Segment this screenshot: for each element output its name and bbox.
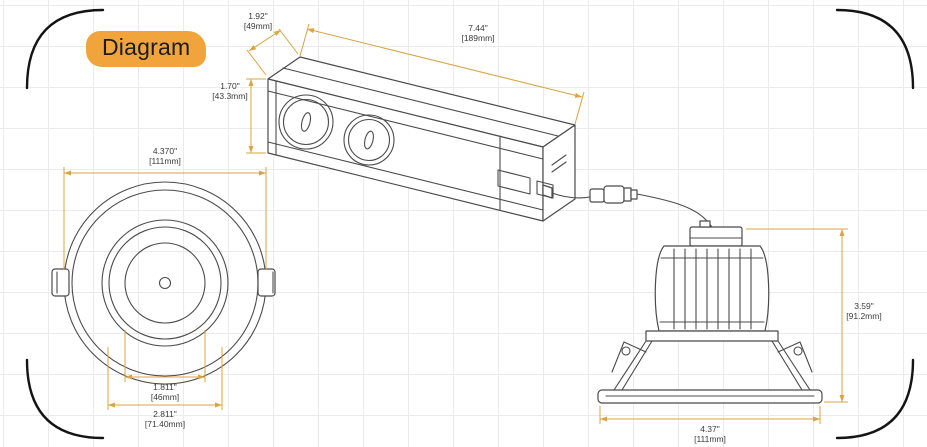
dim-front-inner-diameter: 1.811" [46mm] — [124, 330, 206, 402]
cable-assembly — [551, 185, 715, 230]
knockout-right-inner — [347, 118, 391, 162]
housing-label-small — [536, 180, 554, 199]
connector-nut — [623, 187, 632, 202]
knockout-right-outer — [343, 114, 395, 166]
driver-box-front-seam-bottom — [267, 141, 544, 211]
heatsink-body — [654, 245, 770, 332]
extension-line — [246, 49, 267, 76]
dim-label-side-width-mm: [111mm] — [694, 434, 726, 444]
dim-front-outer-diameter: 4.370" [111mm] — [63, 146, 267, 270]
knockout-left-slot — [300, 112, 312, 132]
aperture-circle — [124, 242, 206, 324]
dim-label-driver-depth-in: 1.92" — [248, 11, 268, 21]
dim-side-height: 3.59" [91.2mm] — [746, 228, 882, 403]
connector-tail — [630, 189, 638, 200]
page-title: Diagram — [102, 34, 191, 60]
dim-driver-height: 1.70" [43.3mm] — [212, 78, 266, 154]
front-view-drawing — [51, 181, 276, 385]
trim-cone-right-inner — [771, 340, 803, 391]
extension-line — [278, 28, 299, 55]
top-cap-stub — [699, 220, 711, 228]
dim-label-driver-height-in: 1.70" — [220, 81, 240, 91]
spring-clip-right-coil — [793, 346, 803, 356]
dim-side-width: 4.37" [111mm] — [599, 406, 821, 444]
trim-flange-outer-circle — [63, 181, 267, 385]
connector-half-left — [589, 188, 605, 203]
dim-label-driver-length-in: 7.44" — [468, 23, 488, 33]
connector-half-right — [603, 185, 625, 204]
cable-gland — [542, 184, 553, 199]
spring-clip-right — [777, 341, 813, 373]
dimension-line — [248, 29, 282, 52]
extension-line — [574, 91, 585, 125]
dim-label-front-outer-mm: [111mm] — [149, 156, 181, 166]
baffle-outer-circle — [101, 219, 229, 347]
dim-label-side-width-in: 4.37" — [700, 424, 720, 434]
heatsink-fins — [659, 248, 765, 330]
dim-label-driver-length-mm: [189mm] — [461, 33, 494, 43]
border-corner-bottom-right — [835, 358, 915, 440]
spring-clip-right-arm — [777, 341, 813, 373]
knockout-left-inner — [282, 98, 330, 146]
dim-label-front-inner-in: 1.811" — [153, 382, 177, 392]
border-corner-bottom-left — [25, 358, 105, 440]
trim-flange-inner-circle — [71, 189, 259, 377]
dim-label-side-height-mm: [91.2mm] — [846, 311, 881, 321]
top-wiring-cap — [689, 226, 743, 247]
dim-label-front-cutout-mm: [71.40mm] — [145, 419, 185, 429]
dim-label-side-height-in: 3.59" — [854, 301, 874, 311]
spring-tab-left — [51, 268, 70, 297]
border-corner-top-left — [25, 8, 105, 90]
page-title-highlight: Diagram — [86, 31, 207, 67]
spring-tab-left-body — [51, 268, 70, 297]
dim-label-driver-height-mm: [43.3mm] — [212, 91, 247, 101]
dim-driver-length: 7.44" [189mm] — [299, 23, 585, 125]
dim-driver-depth: 1.92" [49mm] — [244, 11, 299, 76]
mounting-plate — [645, 330, 779, 342]
knockout-left — [278, 94, 334, 150]
cable-from-driver — [551, 192, 591, 199]
driver-box-front-seam-top — [267, 90, 544, 160]
dim-label-front-cutout-in: 2.811" — [153, 409, 177, 419]
spring-tab-right — [257, 268, 276, 297]
end-face-vent-line — [551, 161, 567, 173]
housing-label-large — [497, 169, 531, 195]
dim-label-front-inner-mm: [46mm] — [151, 392, 179, 402]
baffle-inner-circle — [108, 226, 222, 340]
side-view-drawing — [597, 220, 823, 404]
spring-clip-left — [611, 341, 647, 373]
trim-cone-left-inner — [621, 340, 653, 391]
dimension-annotations: 1.92" [49mm] 7.44" [189mm] 1.70" [43.3mm… — [63, 11, 882, 444]
driver-box-drawing — [267, 56, 576, 222]
trim-cone-left-outer — [613, 340, 647, 391]
dim-label-driver-depth-mm: [49mm] — [244, 21, 272, 31]
dim-label-front-outer-in: 4.370" — [153, 146, 177, 156]
border-corner-top-right — [835, 8, 915, 90]
trim-cone-right-outer — [777, 340, 811, 391]
center-led-circle — [158, 276, 172, 290]
dim-front-cutout-diameter: 2.811" [71.40mm] — [107, 347, 223, 429]
dimension-line — [306, 28, 583, 98]
end-face-vent-line — [551, 154, 567, 166]
knockout-right-slot — [363, 130, 375, 150]
rounded-border — [25, 8, 915, 440]
spring-clip-left-coil — [621, 346, 631, 356]
knockout-right — [343, 114, 395, 166]
spring-clip-left-arm — [611, 341, 647, 373]
knockout-left-outer — [278, 94, 334, 150]
